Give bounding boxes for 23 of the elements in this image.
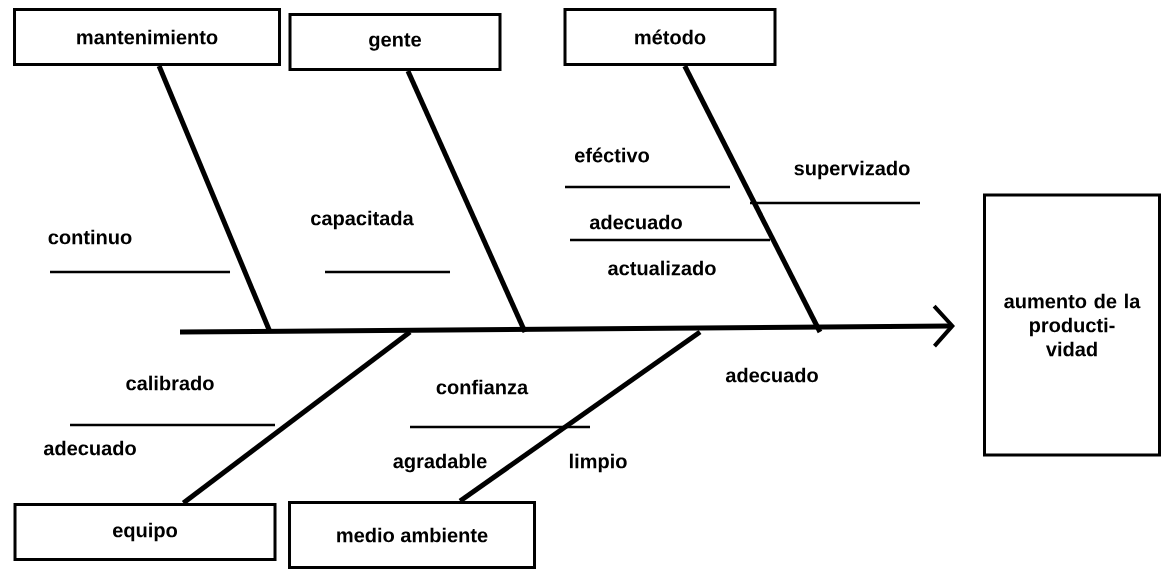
branch-label: confianza [436, 379, 529, 395]
category-box: gente [288, 13, 502, 71]
branch-label: adecuado [43, 440, 136, 456]
category-box: mantenimiento [13, 8, 281, 66]
bone-line [405, 69, 528, 333]
category-box: equipo [13, 503, 277, 561]
category-box: medio ambiente [288, 501, 536, 569]
bone-line [458, 329, 702, 504]
branch-label: adecuado [725, 367, 818, 383]
branch-label: continuo [48, 229, 132, 245]
branch-label: actualizado [608, 260, 716, 276]
bone-line [181, 330, 412, 505]
category-box: aumento de la producti- vidad [983, 193, 1161, 457]
main-arrow [180, 304, 955, 348]
branch-label: adecuado [589, 214, 682, 230]
branch-label: supervizado [794, 160, 910, 180]
branch-label: calibrado [126, 375, 214, 391]
category-box: método [563, 8, 777, 66]
branch-label: eféctivo [575, 147, 649, 163]
branch-label: capacitada [311, 210, 414, 230]
branch-label: limpio [569, 453, 627, 473]
bone-line [682, 64, 823, 334]
branch-label: agradable [393, 453, 487, 473]
